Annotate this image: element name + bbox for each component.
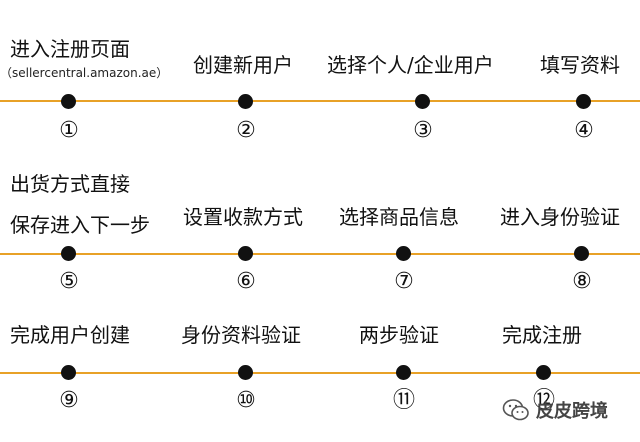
step-5-number: ⑤ <box>59 269 79 294</box>
timeline-row-3 <box>0 372 640 374</box>
step-7-dot <box>396 246 411 261</box>
step-2-label: 创建新用户 <box>193 53 293 77</box>
step-3-number: ③ <box>413 118 433 143</box>
wechat-icon <box>502 398 530 426</box>
step-10-dot <box>238 365 253 380</box>
step-11-label: 两步验证 <box>359 323 439 347</box>
step-9-label: 完成用户创建 <box>10 323 130 347</box>
step-8-number: ⑧ <box>572 269 592 294</box>
step-7-label: 选择商品信息 <box>339 205 459 229</box>
step-5-label-line-1: 出货方式直接 <box>10 172 130 196</box>
step-11-number: ⑪ <box>392 388 415 413</box>
timeline-row-2 <box>0 253 640 255</box>
step-9-dot <box>61 365 76 380</box>
step-8-label: 进入身份验证 <box>500 205 620 229</box>
step-6-label: 设置收款方式 <box>183 205 303 229</box>
step-6-dot <box>238 246 253 261</box>
step-2-number: ② <box>236 118 256 143</box>
step-4-number: ④ <box>574 118 594 143</box>
step-4-dot <box>576 94 591 109</box>
step-12-number: ⑫ <box>532 388 555 413</box>
step-10-label: 身份资料验证 <box>181 323 301 347</box>
step-1-label: 进入注册页面 <box>10 37 130 61</box>
step-4-label: 填写资料 <box>540 53 620 77</box>
step-2-dot <box>238 94 253 109</box>
step-9-number: ⑨ <box>59 388 79 413</box>
step-8-dot <box>574 246 589 261</box>
step-10-number: ⑩ <box>236 388 256 413</box>
step-1-sublabel: （sellercentral.amazon.ae） <box>0 66 169 80</box>
step-12-label: 完成注册 <box>502 323 582 347</box>
step-5-dot <box>61 246 76 261</box>
step-12-dot <box>536 365 551 380</box>
step-7-number: ⑦ <box>394 269 414 294</box>
watermark-text: 皮皮跨境 <box>536 401 608 422</box>
step-1-dot <box>61 94 76 109</box>
step-11-dot <box>396 365 411 380</box>
step-5-label-line-2: 保存进入下一步 <box>10 213 150 237</box>
watermark: 皮皮跨境 <box>502 394 634 430</box>
step-6-number: ⑥ <box>236 269 256 294</box>
step-3-dot <box>415 94 430 109</box>
timeline-row-1 <box>0 100 640 102</box>
step-3-label: 选择个人/企业用户 <box>327 53 494 77</box>
step-1-number: ① <box>59 118 79 143</box>
